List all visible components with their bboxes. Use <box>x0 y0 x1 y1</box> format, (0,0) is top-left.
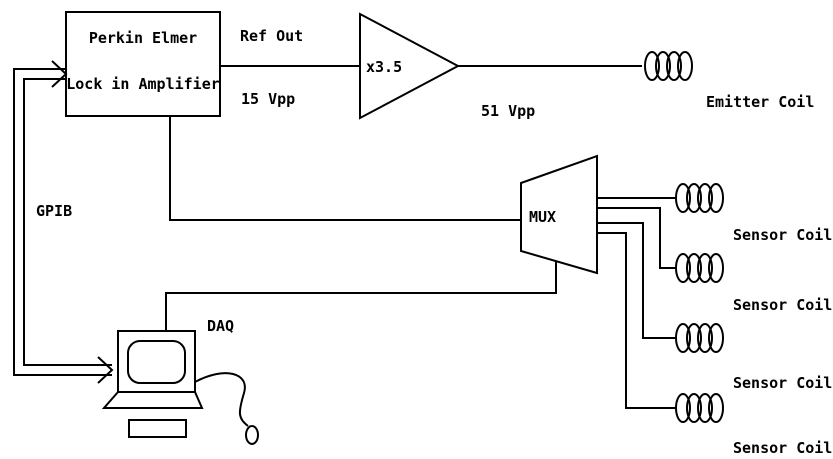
daq-computer <box>101 330 259 445</box>
sensor-coil-2 <box>675 253 724 283</box>
mouse <box>245 425 259 445</box>
input-voltage-label: 15 Vpp <box>241 90 295 108</box>
daq-keyboard <box>128 419 187 438</box>
emitter-coil-label: Emitter Coil <box>706 93 814 111</box>
mouse-cable <box>194 372 249 427</box>
output-voltage-label: 51 Vpp <box>481 102 535 120</box>
lock-in-label-line2: Lock in Amplifier <box>66 75 220 93</box>
mux: MUX <box>520 154 598 275</box>
sensor-coil-label-2: Sensor Coil <box>733 296 832 314</box>
lock-in-to-mux-wire <box>169 116 521 221</box>
gpib-bus <box>13 60 114 384</box>
gpib-label: GPIB <box>36 202 72 220</box>
ref-out-label: Ref Out <box>240 27 303 45</box>
mux-label: MUX <box>529 208 556 226</box>
sensor-wire-4 <box>597 232 676 409</box>
daq-screen <box>127 340 186 384</box>
amplifier-gain-label: x3.5 <box>366 58 402 76</box>
sensor-coil-4 <box>675 393 724 423</box>
sensor-wire-2 <box>597 207 676 269</box>
lock-in-label-line1: Perkin Elmer <box>89 29 197 47</box>
sensor-coil-label-1: Sensor Coil <box>733 226 832 244</box>
sensor-coil-3 <box>675 323 724 353</box>
sensor-coil-1 <box>675 183 724 213</box>
amplifier: x3.5 <box>359 12 461 120</box>
sensor-wire-3 <box>597 222 676 339</box>
emitter-coil <box>644 51 693 81</box>
mux-to-daq-wire <box>165 262 557 331</box>
lock-in-amplifier: Perkin Elmer Lock in Amplifier <box>65 11 221 117</box>
sensor-coil-label-4: Sensor Coil <box>733 439 832 457</box>
daq-label: DAQ <box>207 317 234 335</box>
sensor-coil-label-3: Sensor Coil <box>733 374 832 392</box>
daq-stand <box>101 391 204 409</box>
